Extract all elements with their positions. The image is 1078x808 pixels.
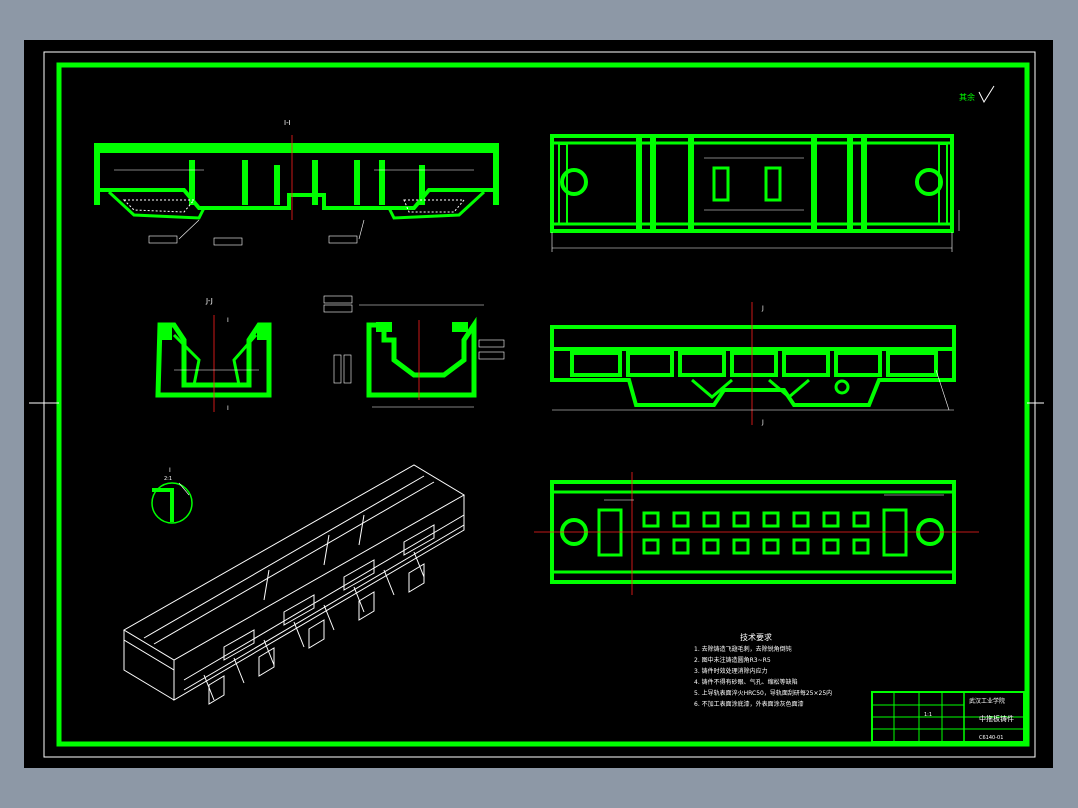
marker-j-top: I	[227, 317, 229, 324]
note-item: 4. 铸件不得有砂眼、气孔、缩松等缺陷	[694, 678, 798, 686]
title-block-school: 武汉工业学院	[969, 697, 1005, 705]
section-j-label: J-J	[205, 297, 213, 305]
detail-view-i: I 2:1	[151, 467, 193, 524]
cad-drawing-sheet: 其余 I-I	[24, 40, 1053, 768]
isometric-view	[123, 464, 465, 705]
detail-scale: 2:1	[164, 476, 172, 482]
title-block: 武汉工业学院 中拖板铸件 1:1 C6140-01	[871, 691, 1025, 743]
marker-i-top: J	[761, 305, 764, 312]
top-view	[550, 134, 960, 252]
end-section-view	[323, 295, 505, 408]
bottom-view	[534, 472, 979, 595]
section-i-top-rail	[94, 143, 499, 153]
roughness-symbol-icon	[978, 85, 995, 104]
notes-title: 技术要求	[740, 632, 772, 642]
roughness-note: 其余	[959, 85, 995, 104]
title-block-name: 中拖板铸件	[979, 714, 1014, 723]
note-item: 2. 图中未注铸造圆角R3~R5	[694, 656, 771, 664]
drawing-canvas: 其余 I-I	[29, 51, 1044, 758]
note-item: 5. 上导轨表面淬火HRC50，导轨面刮研每25×25内	[694, 689, 832, 697]
front-view: J J	[550, 302, 956, 426]
note-item: 3. 铸件时效处理消除内应力	[694, 667, 768, 675]
title-block-drawing-no: C6140-01	[979, 735, 1003, 741]
title-block-scale: 1:1	[924, 712, 932, 718]
outer-border	[43, 51, 1036, 758]
section-i-label: I-I	[284, 119, 291, 127]
marker-i-bottom: J	[761, 419, 764, 426]
section-view-i: I-I	[94, 119, 499, 246]
note-item: 6. 不加工表面涂底漆，外表面涂灰色面漆	[694, 700, 804, 708]
section-view-j: J-J I I	[155, 297, 272, 412]
roughness-note-text: 其余	[959, 92, 975, 102]
marker-j-bottom: I	[227, 405, 229, 412]
detail-label: I	[169, 467, 171, 474]
technical-notes: 技术要求 1. 去除铸造飞翅毛刺，去除锐角倒钝 2. 图中未注铸造圆角R3~R5…	[694, 632, 832, 708]
note-item: 1. 去除铸造飞翅毛刺，去除锐角倒钝	[694, 645, 792, 653]
inner-frame	[56, 62, 1030, 747]
